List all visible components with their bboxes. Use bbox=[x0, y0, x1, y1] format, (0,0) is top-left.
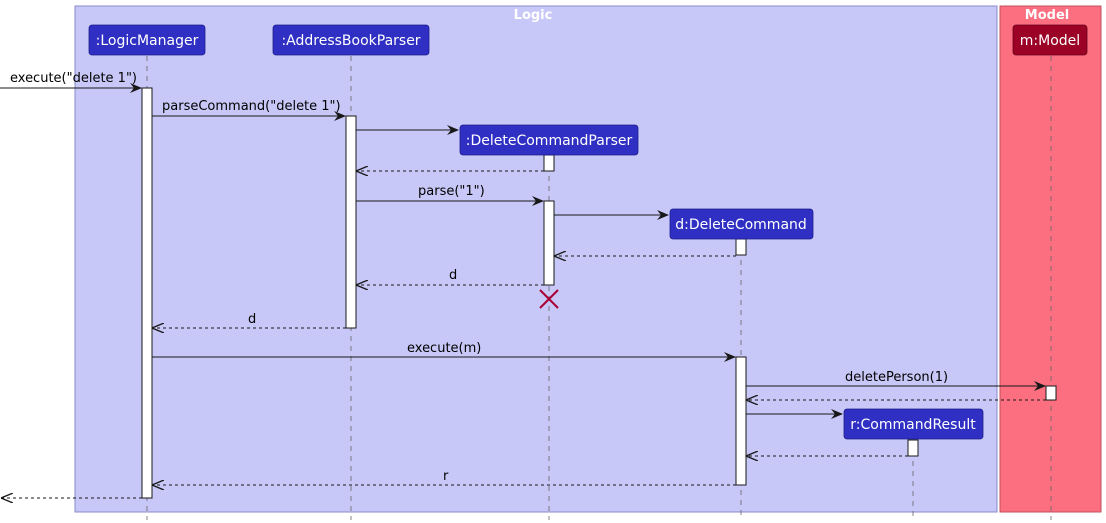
activation-address-book-parser bbox=[345, 115, 357, 329]
svg-text::AddressBookParser: :AddressBookParser bbox=[281, 33, 420, 49]
svg-text::DeleteCommandParser: :DeleteCommandParser bbox=[466, 133, 633, 149]
logic-group: Logic bbox=[74, 5, 998, 513]
logic-group-title: Logic bbox=[514, 8, 553, 23]
participant-logic-manager: :LogicManager bbox=[88, 24, 206, 56]
model-group-title: Model bbox=[1025, 8, 1069, 23]
svg-text::LogicManager: :LogicManager bbox=[96, 33, 199, 49]
activation-command-result bbox=[907, 439, 919, 457]
svg-text:m:Model: m:Model bbox=[1020, 33, 1080, 49]
activation-delete-command-parser-init bbox=[543, 154, 555, 172]
label-parse-command: parseCommand("delete 1") bbox=[162, 99, 341, 114]
label-delete-person: deletePerson(1) bbox=[845, 370, 948, 385]
activation-logic-manager bbox=[141, 87, 153, 499]
activation-model bbox=[1045, 385, 1057, 401]
participant-address-book-parser: :AddressBookParser bbox=[272, 24, 430, 56]
activation-bars bbox=[141, 87, 1057, 499]
activation-delete-command-init bbox=[735, 238, 747, 256]
label-execute-delete: execute("delete 1") bbox=[10, 71, 137, 86]
svg-text:r:CommandResult: r:CommandResult bbox=[850, 417, 976, 433]
messages bbox=[0, 83, 1046, 498]
destroy-x-icon bbox=[539, 289, 559, 309]
label-return-d-2: d bbox=[248, 312, 256, 327]
label-return-r: r bbox=[443, 469, 449, 484]
activation-delete-command-execute bbox=[735, 356, 747, 486]
label-return-d-1: d bbox=[449, 268, 457, 283]
label-parse: parse("1") bbox=[418, 184, 485, 199]
model-group: Model bbox=[999, 5, 1102, 513]
participant-model: m:Model bbox=[1012, 24, 1088, 56]
participant-command-result: r:CommandResult bbox=[843, 408, 984, 440]
activation-delete-command-parser-parse bbox=[543, 200, 555, 286]
participant-delete-command-parser: :DeleteCommandParser bbox=[459, 124, 639, 156]
svg-text:d:DeleteCommand: d:DeleteCommand bbox=[675, 217, 807, 233]
participant-delete-command: d:DeleteCommand bbox=[669, 208, 814, 240]
label-execute-m: execute(m) bbox=[407, 341, 481, 356]
